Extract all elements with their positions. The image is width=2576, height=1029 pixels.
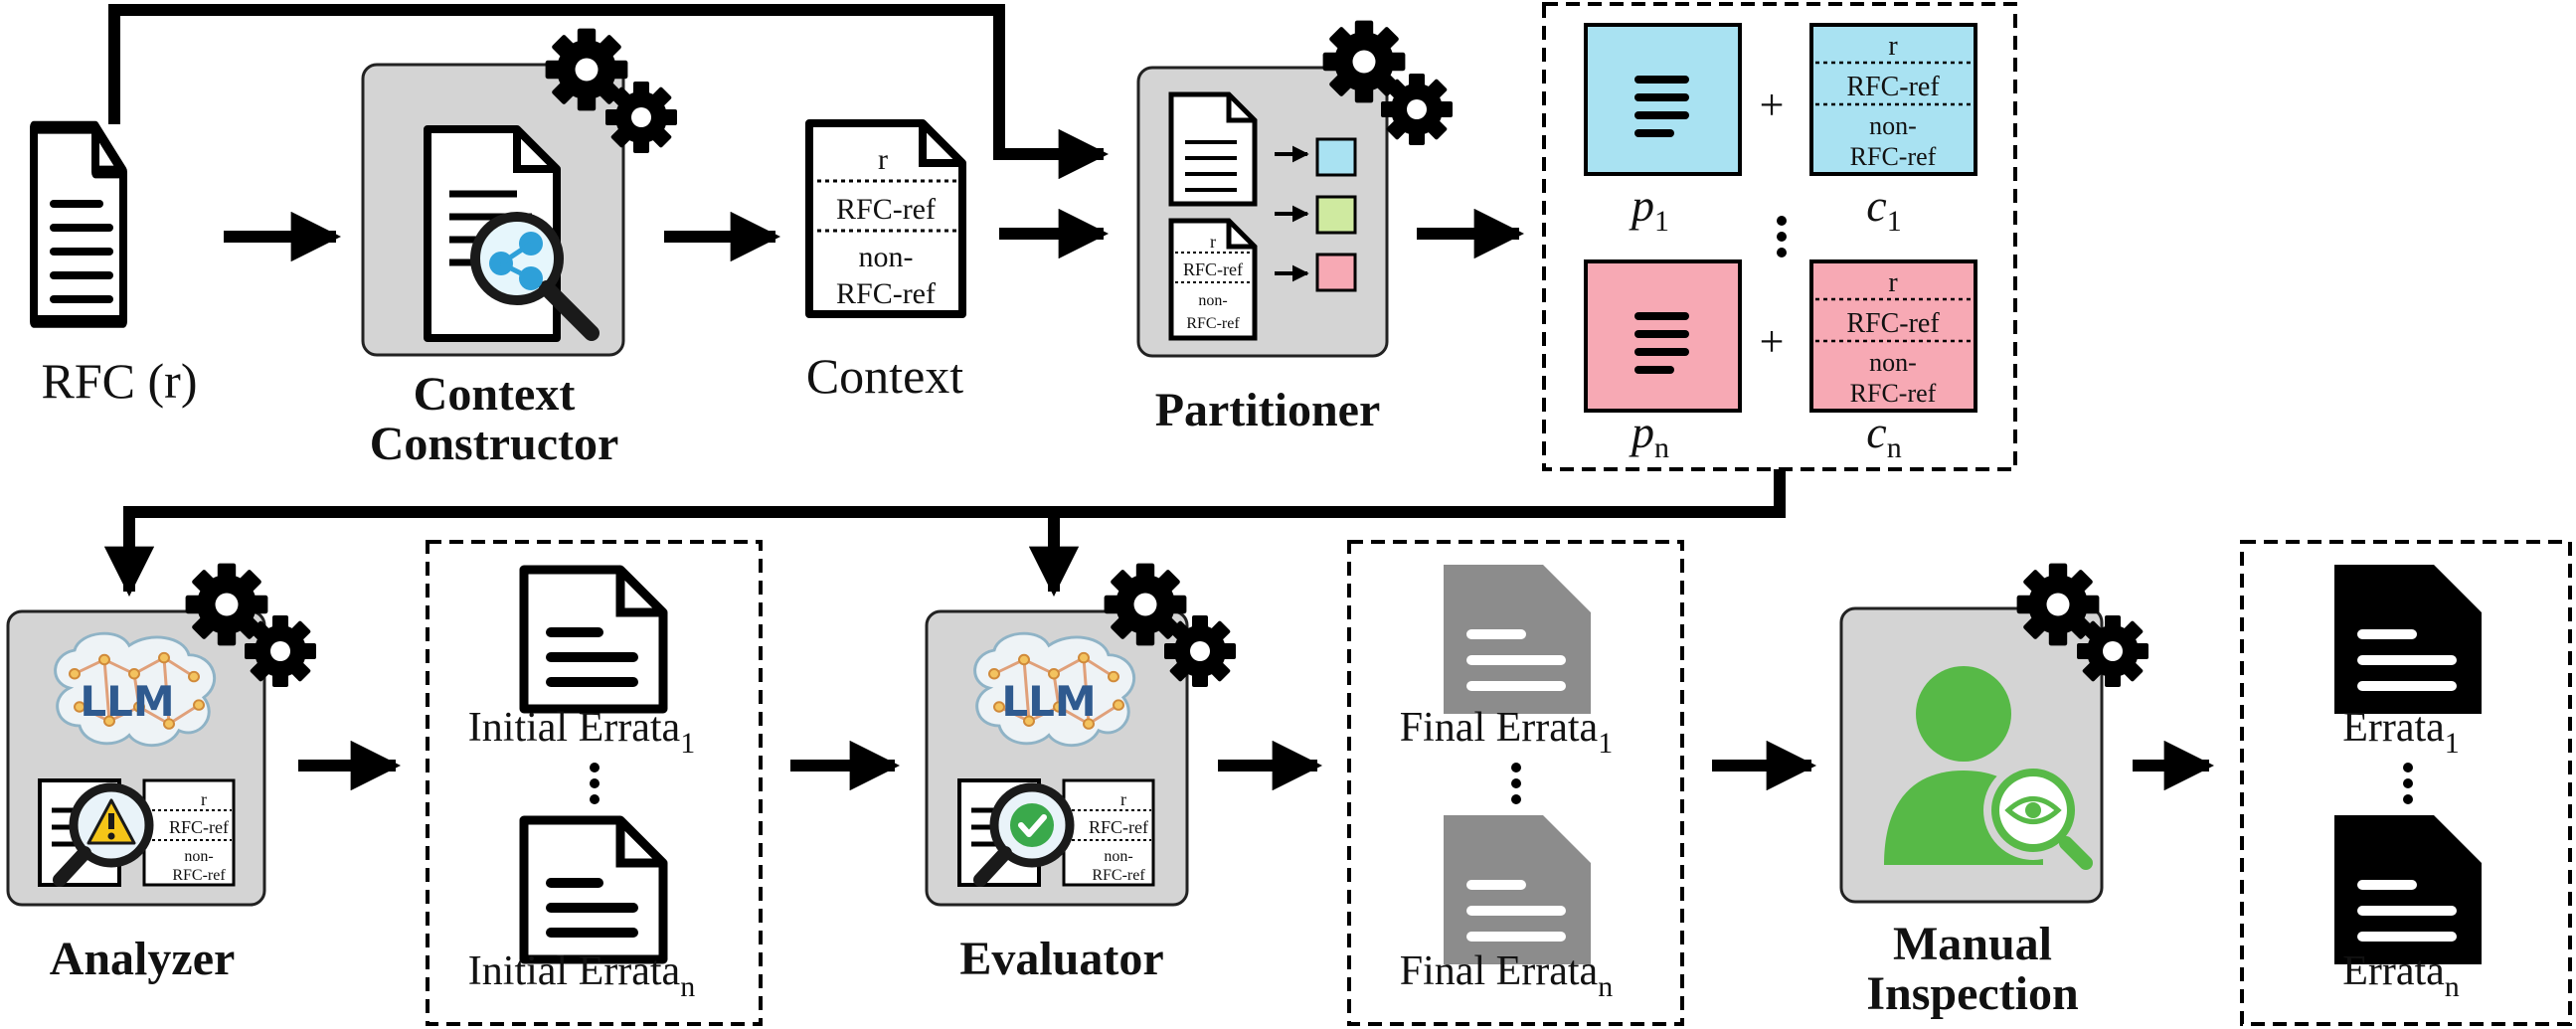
evaluator-doc-non-rfc-ref: RFC-ref bbox=[1092, 867, 1145, 884]
context-doc-r: r bbox=[878, 143, 888, 176]
inspector-person-icon bbox=[1884, 666, 2093, 870]
rfc-document-icon bbox=[34, 127, 123, 321]
errata-1-icon bbox=[2334, 565, 2482, 714]
cn-non-rfc-ref: RFC-ref bbox=[1850, 379, 1937, 408]
cn-non: non- bbox=[1869, 348, 1917, 377]
context-constructor-label-line2: Constructor bbox=[370, 418, 619, 470]
partitions-box: + r RFC-ref non- RFC-ref p1 c1 + bbox=[1542, 2, 2017, 471]
analyzer-doc-non-rfc-ref: RFC-ref bbox=[172, 867, 226, 884]
c1-rfc-ref: RFC-ref bbox=[1846, 72, 1940, 102]
pn-label: pn bbox=[1629, 407, 1669, 464]
evaluator-label: Evaluator bbox=[959, 933, 1163, 985]
initial-errata-n-icon bbox=[519, 815, 668, 964]
manual-inspection-label-line2: Inspection bbox=[1866, 967, 2078, 1020]
c1-label: c1 bbox=[1866, 180, 1901, 238]
partition-pn-block bbox=[1584, 259, 1742, 413]
partitioner-context-document-icon: r RFC-ref non- RFC-ref bbox=[1168, 218, 1258, 341]
check-magnifier-icon bbox=[973, 782, 1075, 887]
search-document-icon bbox=[424, 125, 600, 342]
evaluator-doc-non: non- bbox=[1104, 848, 1132, 865]
evaluator-doc-rfc-ref: RFC-ref bbox=[1089, 817, 1148, 837]
final-errata-n-icon bbox=[1444, 815, 1591, 964]
errata-box: Errata1 Erratan bbox=[2240, 540, 2572, 1026]
evaluator-panel: LLM r RFC-ref non- RFC-ref bbox=[925, 609, 1189, 907]
initial-errata-1-label: Initial Errata1 bbox=[468, 705, 695, 760]
final-errata-1-label: Final Errata1 bbox=[1400, 705, 1613, 760]
partitioner-label: Partitioner bbox=[1155, 384, 1381, 436]
initial-errata-n-label: Initial Erratan bbox=[468, 948, 695, 1003]
rfc-to-partitioner-connector bbox=[108, 4, 1110, 180]
final-errata-box: Final Errata1 Final Erratan bbox=[1347, 540, 1684, 1026]
partitioner-doc-r: r bbox=[1210, 232, 1216, 252]
partition-square-blue bbox=[1315, 137, 1357, 177]
plus-sign: + bbox=[1760, 317, 1785, 366]
errata-n-icon bbox=[2334, 815, 2482, 964]
context-constructor-label-line1: Context bbox=[414, 368, 576, 421]
partitioner-text-document-icon bbox=[1168, 91, 1258, 207]
analyzer-llm-text: LLM bbox=[80, 677, 174, 726]
context-doc-non: non- bbox=[859, 241, 914, 273]
context-document-icon: r RFC-ref non- RFC-ref bbox=[805, 119, 966, 318]
evaluator-doc-r: r bbox=[1120, 789, 1126, 809]
partition-cn-block: r RFC-ref non- RFC-ref bbox=[1809, 259, 1977, 413]
c1-non-rfc-ref: RFC-ref bbox=[1850, 142, 1937, 171]
analyzer-doc-r: r bbox=[201, 789, 207, 809]
analyzer-label: Analyzer bbox=[50, 933, 236, 985]
partitioner-panel: r RFC-ref non- RFC-ref bbox=[1136, 66, 1389, 358]
partitioner-doc-non: non- bbox=[1198, 292, 1227, 309]
partition-square-green bbox=[1315, 195, 1357, 235]
rfc-label: RFC (r) bbox=[42, 353, 198, 409]
partitioner-doc-non-rfc-ref: RFC-ref bbox=[1186, 315, 1240, 332]
partitioner-doc-rfc-ref: RFC-ref bbox=[1183, 259, 1243, 279]
c1-r: r bbox=[1888, 31, 1898, 62]
cn-label: cn bbox=[1866, 407, 1901, 464]
initial-errata-1-icon bbox=[519, 565, 668, 714]
manual-inspection-label-line1: Manual bbox=[1893, 918, 2052, 970]
errata-1-label: Errata1 bbox=[2342, 705, 2460, 760]
c1-non: non- bbox=[1869, 111, 1917, 140]
analyzer-panel: LLM r RFC-ref non- RFC-ref bbox=[6, 609, 266, 907]
partition-c1-block: r RFC-ref non- RFC-ref bbox=[1809, 23, 1977, 176]
context-doc-rfc-ref: RFC-ref bbox=[836, 193, 936, 226]
context-constructor-panel bbox=[361, 63, 625, 357]
final-errata-ellipsis bbox=[1511, 763, 1521, 804]
cn-r: r bbox=[1888, 267, 1898, 298]
p1-label: p1 bbox=[1629, 180, 1669, 238]
final-errata-1-icon bbox=[1444, 565, 1591, 714]
context-label: Context bbox=[806, 348, 963, 404]
errata-ellipsis bbox=[2403, 763, 2413, 804]
final-errata-n-label: Final Erratan bbox=[1400, 948, 1613, 1003]
partition-ellipsis bbox=[1777, 216, 1787, 257]
analyzer-doc-rfc-ref: RFC-ref bbox=[169, 817, 229, 837]
initial-errata-ellipsis bbox=[590, 763, 600, 804]
cn-rfc-ref: RFC-ref bbox=[1846, 308, 1940, 339]
context-doc-non-rfc-ref: RFC-ref bbox=[836, 277, 936, 310]
initial-errata-box: Initial Errata1 Initial Erratan bbox=[426, 540, 763, 1026]
partitions-to-analyzer-connector bbox=[103, 469, 1786, 598]
plus-sign: + bbox=[1760, 81, 1785, 129]
warning-magnifier-icon bbox=[53, 782, 154, 887]
errata-n-label: Erratan bbox=[2342, 948, 2460, 1003]
evaluator-llm-text: LLM bbox=[1001, 677, 1096, 726]
manual-inspection-panel bbox=[1839, 606, 2104, 904]
partition-square-pink bbox=[1315, 253, 1357, 292]
analyzer-doc-non: non- bbox=[184, 848, 213, 865]
